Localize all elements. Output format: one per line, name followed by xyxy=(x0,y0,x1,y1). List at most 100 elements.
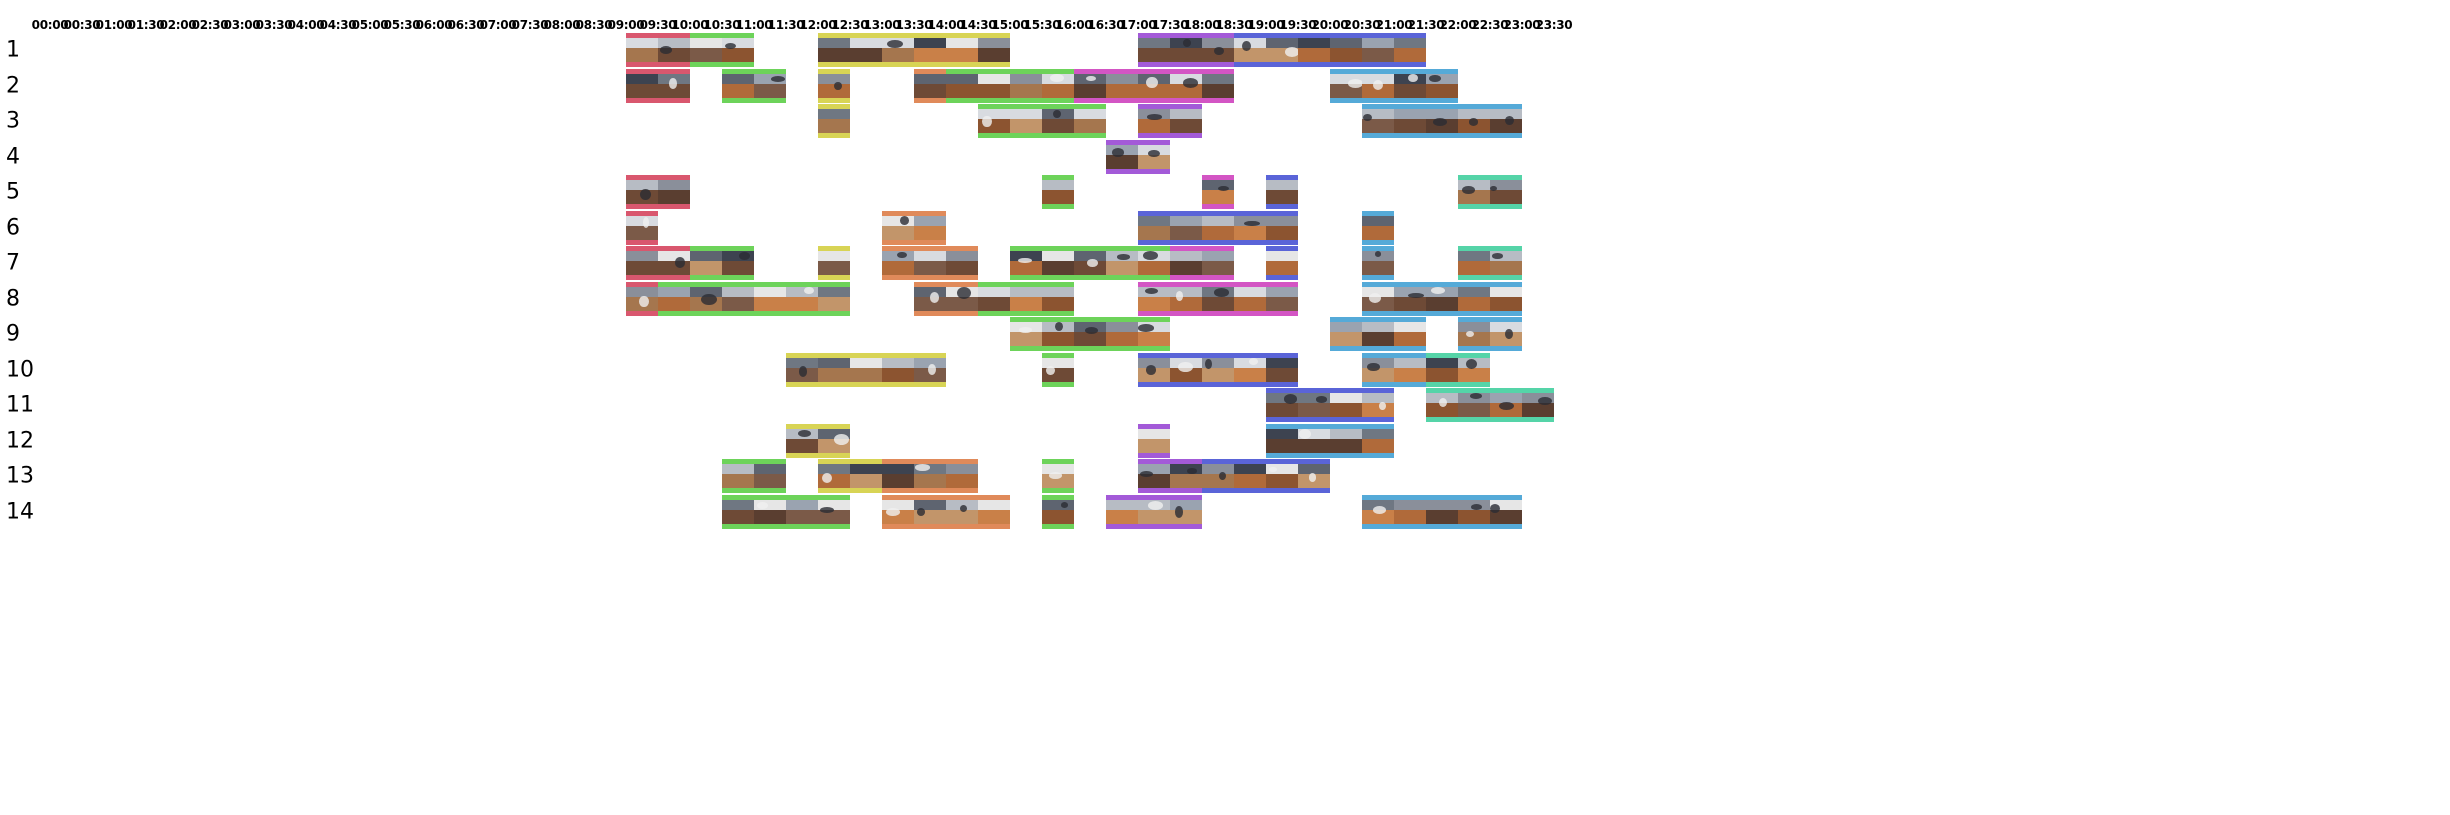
video-clip-segment[interactable] xyxy=(1042,459,1074,493)
video-clip-segment[interactable] xyxy=(818,104,850,138)
video-thumbnail xyxy=(1106,251,1139,275)
row-label: 9 xyxy=(6,321,20,347)
video-clip-segment[interactable] xyxy=(722,494,850,529)
video-clip-segment[interactable] xyxy=(1426,388,1554,422)
video-clip-segment[interactable] xyxy=(1458,317,1522,351)
time-tick-label: 07:30 xyxy=(511,18,549,32)
video-clip-segment[interactable] xyxy=(818,459,882,493)
video-clip-segment[interactable] xyxy=(1234,33,1426,67)
video-clip-segment[interactable] xyxy=(882,494,1010,529)
video-clip-segment[interactable] xyxy=(1330,68,1458,103)
video-clip-segment[interactable] xyxy=(1042,494,1074,529)
row-label: 2 xyxy=(6,73,20,98)
video-thumbnail xyxy=(1266,357,1298,382)
video-clip-segment[interactable] xyxy=(1362,246,1394,280)
video-thumbnail xyxy=(1362,428,1394,453)
video-clip-segment[interactable] xyxy=(722,459,786,493)
video-clip-segment[interactable] xyxy=(818,68,850,103)
video-clip-segment[interactable] xyxy=(626,33,690,67)
time-tick-label: 09:30 xyxy=(639,18,677,32)
video-clip-segment[interactable] xyxy=(1042,175,1074,209)
video-clip-segment[interactable] xyxy=(1362,210,1394,245)
video-clip-segment[interactable] xyxy=(1426,352,1490,387)
video-clip-segment[interactable] xyxy=(786,423,850,458)
video-clip-segment[interactable] xyxy=(1042,352,1074,387)
video-clip-segment[interactable] xyxy=(1458,246,1522,280)
video-thumbnail xyxy=(1202,251,1234,275)
video-clip-segment[interactable] xyxy=(1106,494,1202,529)
video-clip-segment[interactable] xyxy=(626,210,658,245)
video-thumbnail xyxy=(1490,499,1522,524)
video-clip-segment[interactable] xyxy=(818,246,850,280)
video-clip-segment[interactable] xyxy=(722,68,786,103)
video-clip-segment[interactable] xyxy=(946,33,1010,67)
video-clip-segment[interactable] xyxy=(1138,459,1202,493)
video-clip-segment[interactable] xyxy=(690,246,754,280)
video-clip-segment[interactable] xyxy=(1202,459,1330,493)
video-clip-segment[interactable] xyxy=(1138,352,1298,387)
video-clip-segment[interactable] xyxy=(626,281,658,316)
video-clip-segment[interactable] xyxy=(1202,175,1234,209)
video-clip-segment[interactable] xyxy=(1138,281,1298,316)
video-thumbnail xyxy=(818,357,851,382)
video-thumbnail xyxy=(786,357,819,382)
video-clip-segment[interactable] xyxy=(914,68,946,103)
video-thumbnail xyxy=(1138,215,1171,240)
video-thumbnail xyxy=(1362,499,1395,524)
video-clip-segment[interactable] xyxy=(882,246,978,280)
video-thumbnail xyxy=(818,499,850,524)
video-thumbnail xyxy=(1042,357,1074,382)
video-clip-segment[interactable] xyxy=(978,104,1106,138)
video-clip-segment[interactable] xyxy=(1266,175,1298,209)
video-clip-segment[interactable] xyxy=(882,210,946,245)
time-tick-label: 18:00 xyxy=(1183,18,1221,32)
video-thumbnail xyxy=(1138,286,1171,311)
video-clip-segment[interactable] xyxy=(1266,423,1394,458)
video-clip-segment[interactable] xyxy=(1138,423,1170,458)
video-clip-segment[interactable] xyxy=(1458,175,1522,209)
video-clip-segment[interactable] xyxy=(1362,352,1426,387)
video-clip-segment[interactable] xyxy=(1106,139,1170,174)
video-clip-segment[interactable] xyxy=(1138,33,1234,67)
time-tick-label: 11:30 xyxy=(767,18,805,32)
video-clip-segment[interactable] xyxy=(1170,246,1234,280)
video-clip-segment[interactable] xyxy=(1266,246,1298,280)
video-clip-segment[interactable] xyxy=(1362,494,1522,529)
video-clip-segment[interactable] xyxy=(690,33,754,67)
video-clip-segment[interactable] xyxy=(882,459,978,493)
video-thumbnail xyxy=(658,38,690,62)
video-thumbnail xyxy=(1298,38,1331,62)
video-thumbnail xyxy=(1362,357,1395,382)
video-thumbnail xyxy=(1202,73,1234,98)
video-clip-segment[interactable] xyxy=(1138,104,1202,138)
video-clip-segment[interactable] xyxy=(786,352,946,387)
video-clip-segment[interactable] xyxy=(1362,104,1522,138)
video-thumbnail xyxy=(818,286,850,311)
video-clip-segment[interactable] xyxy=(626,175,690,209)
video-clip-segment[interactable] xyxy=(914,281,978,316)
video-clip-segment[interactable] xyxy=(818,33,946,67)
video-clip-segment[interactable] xyxy=(946,68,1074,103)
video-thumbnail xyxy=(1266,464,1299,488)
video-thumbnail xyxy=(1426,357,1459,382)
video-thumbnail xyxy=(1234,38,1267,62)
video-clip-segment[interactable] xyxy=(1266,388,1394,422)
video-clip-segment[interactable] xyxy=(1010,317,1170,351)
video-clip-segment[interactable] xyxy=(626,68,690,103)
video-clip-segment[interactable] xyxy=(1330,317,1426,351)
video-clip-segment[interactable] xyxy=(1138,210,1298,245)
video-clip-segment[interactable] xyxy=(626,246,690,280)
time-tick-label: 22:00 xyxy=(1439,18,1477,32)
video-thumbnail xyxy=(1234,286,1267,311)
video-thumbnail xyxy=(882,357,915,382)
video-thumbnail xyxy=(1202,180,1234,204)
video-thumbnail xyxy=(1170,464,1202,488)
video-thumbnail xyxy=(882,464,915,488)
video-clip-segment[interactable] xyxy=(1074,68,1234,103)
video-thumbnail xyxy=(1138,144,1170,169)
video-thumbnail xyxy=(786,428,819,453)
video-clip-segment[interactable] xyxy=(978,281,1074,316)
video-clip-segment[interactable] xyxy=(1362,281,1522,316)
video-clip-segment[interactable] xyxy=(1010,246,1170,280)
video-clip-segment[interactable] xyxy=(658,281,850,316)
